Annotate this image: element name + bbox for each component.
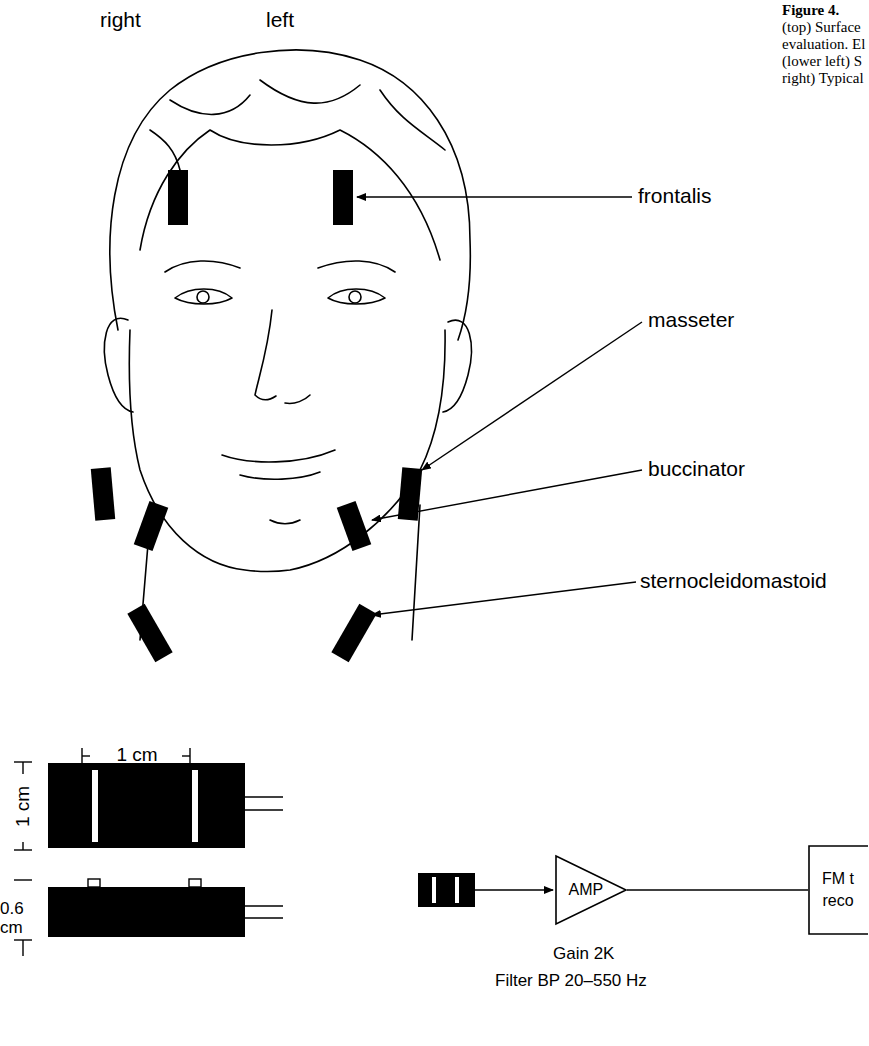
label: 0.6 cm bbox=[0, 900, 44, 937]
dimension-line bbox=[22, 842, 23, 850]
left-ear bbox=[443, 320, 471, 412]
electrode bbox=[134, 501, 169, 551]
label: Figure 4. bbox=[782, 2, 839, 19]
contact-bar bbox=[432, 877, 436, 903]
dimension-tick bbox=[14, 879, 32, 880]
leader-line bbox=[422, 322, 642, 470]
contact-bar bbox=[192, 770, 198, 842]
electrode-side-view bbox=[48, 887, 245, 937]
label: left bbox=[266, 8, 294, 31]
electrode bbox=[91, 467, 115, 521]
dimension-line bbox=[22, 762, 23, 774]
amplifier-triangle: AMP bbox=[555, 855, 627, 925]
wire bbox=[245, 809, 283, 810]
label: buccinator bbox=[648, 457, 745, 480]
electrode bbox=[337, 501, 372, 551]
leader-line bbox=[357, 196, 632, 197]
label: sternocleidomastoid bbox=[640, 569, 827, 592]
contact-bump bbox=[189, 879, 201, 887]
hairline bbox=[140, 130, 440, 260]
dimension-line bbox=[82, 755, 90, 756]
leader-line bbox=[372, 470, 642, 520]
eyebrows bbox=[165, 261, 395, 272]
wire bbox=[245, 796, 283, 797]
label: 1 cm bbox=[13, 773, 34, 839]
signal-line bbox=[475, 889, 553, 890]
node-outline bbox=[808, 845, 868, 935]
node-text: reco bbox=[808, 890, 868, 912]
electrode bbox=[331, 604, 376, 662]
label: right) Typical bbox=[782, 70, 864, 87]
left-pupil bbox=[349, 291, 361, 303]
label: (lower left) S bbox=[782, 53, 862, 70]
electrode bbox=[168, 170, 188, 225]
leader-line bbox=[372, 582, 636, 615]
face-outline bbox=[129, 330, 445, 572]
node-text: AMP bbox=[564, 879, 609, 901]
right-pupil bbox=[197, 291, 209, 303]
hair-strands bbox=[150, 80, 445, 170]
electrode bbox=[127, 604, 172, 662]
nose bbox=[255, 310, 310, 403]
chin bbox=[270, 520, 300, 524]
wire bbox=[245, 917, 283, 918]
dimension-line bbox=[182, 755, 190, 756]
contact-bump bbox=[88, 879, 100, 887]
neck bbox=[140, 505, 420, 640]
label: 1 cm bbox=[92, 745, 182, 766]
connector bbox=[627, 889, 808, 891]
label: Filter BP 20–550 Hz bbox=[495, 972, 647, 991]
label: evaluation. El bbox=[782, 36, 865, 53]
electrode-symbol bbox=[418, 873, 475, 907]
dimension-line bbox=[22, 940, 23, 956]
recorder-box: FM treco bbox=[808, 845, 868, 935]
label: (top) Surface bbox=[782, 19, 861, 36]
label: frontalis bbox=[638, 184, 712, 207]
hair-outline bbox=[110, 50, 470, 340]
contact-bar bbox=[455, 877, 459, 903]
mouth bbox=[222, 450, 335, 479]
electrode bbox=[333, 170, 353, 225]
contact-bar bbox=[92, 770, 98, 842]
eyes bbox=[175, 289, 385, 304]
wire bbox=[245, 905, 283, 906]
electrode-top-view bbox=[48, 763, 245, 848]
label: right bbox=[100, 8, 141, 31]
node-text: FM t bbox=[808, 868, 868, 890]
label: masseter bbox=[648, 308, 734, 331]
label: Gain 2K bbox=[553, 945, 614, 964]
